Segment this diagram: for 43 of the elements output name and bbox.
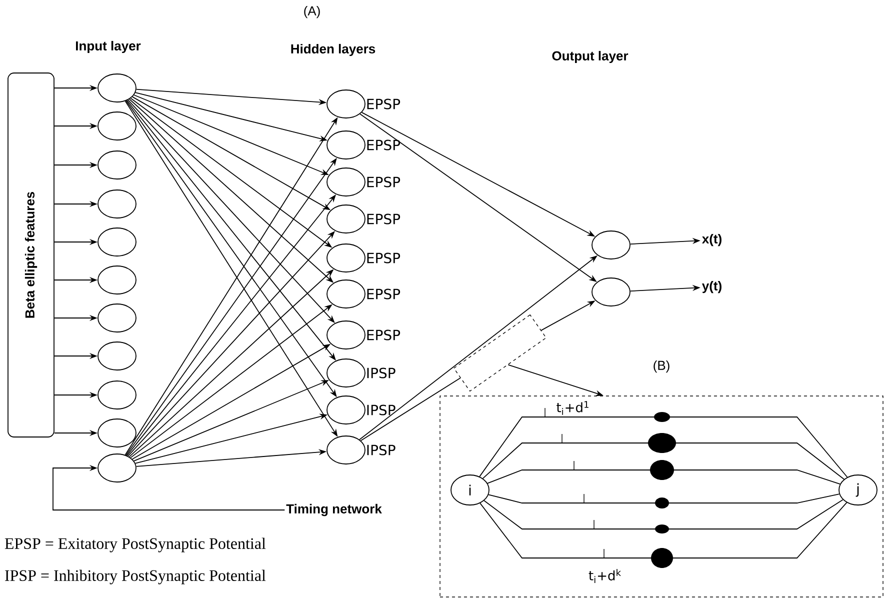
neuron-circle (592, 230, 630, 260)
synapse-path (487, 470, 840, 485)
synapse-type-label: EPSP (367, 252, 400, 264)
synapse-type-label: EPSP (367, 330, 400, 340)
synapse-type-label: IPSP (367, 444, 396, 456)
output-label: y(t) (702, 280, 722, 294)
synapse-type-label: EPSP (367, 288, 400, 300)
neuron-circle (98, 74, 136, 102)
synapse-type-label: EPSP (367, 214, 400, 224)
legend-note: IPSP = Inhibitory PostSynaptic Potential (5, 570, 266, 584)
synapse-path (480, 502, 848, 558)
synapse-type-label: IPSP (367, 404, 396, 416)
neuron-circle (98, 266, 136, 294)
legend-note: EPSP = Exitatory PostSynaptic Potential (4, 538, 266, 552)
input-box: Beta elliptic features (8, 72, 54, 438)
synapse-type-label: EPSP (367, 140, 400, 150)
output-label: x(t) (702, 234, 722, 246)
neuron-circle (98, 150, 136, 180)
synapse-type-label: IPSP (367, 368, 396, 378)
figure-title: (A) (304, 6, 320, 18)
neuron-circle (98, 304, 136, 332)
layer-heading: Output layer (552, 50, 628, 64)
neuron-circle (592, 278, 630, 306)
arrow (52, 464, 286, 510)
neuron-circle (98, 418, 136, 448)
neuron-circle (98, 228, 136, 256)
panel-heading: (B) (654, 360, 670, 373)
layer-heading: Hidden layers (291, 44, 376, 56)
neuron-circle (98, 190, 136, 218)
synapse-type-label: EPSP (367, 98, 400, 110)
synapse-type-label: EPSP (367, 176, 400, 188)
neuron-circle (98, 380, 136, 410)
synapse-path (484, 499, 844, 530)
output-label: Timing network (286, 504, 382, 516)
neuron-circle (98, 112, 136, 140)
layer-heading: Input layer (76, 40, 141, 54)
neuron-circle (98, 454, 136, 482)
synapse-path (479, 416, 848, 478)
edge-label: t$_{i}$+d$^{1}$ (555, 400, 591, 416)
synapse-path (488, 494, 840, 504)
neuron-circle (98, 342, 136, 370)
synapse-path (482, 442, 844, 480)
edge-label: t$_{i}$+d$^{k}$ (588, 568, 623, 584)
